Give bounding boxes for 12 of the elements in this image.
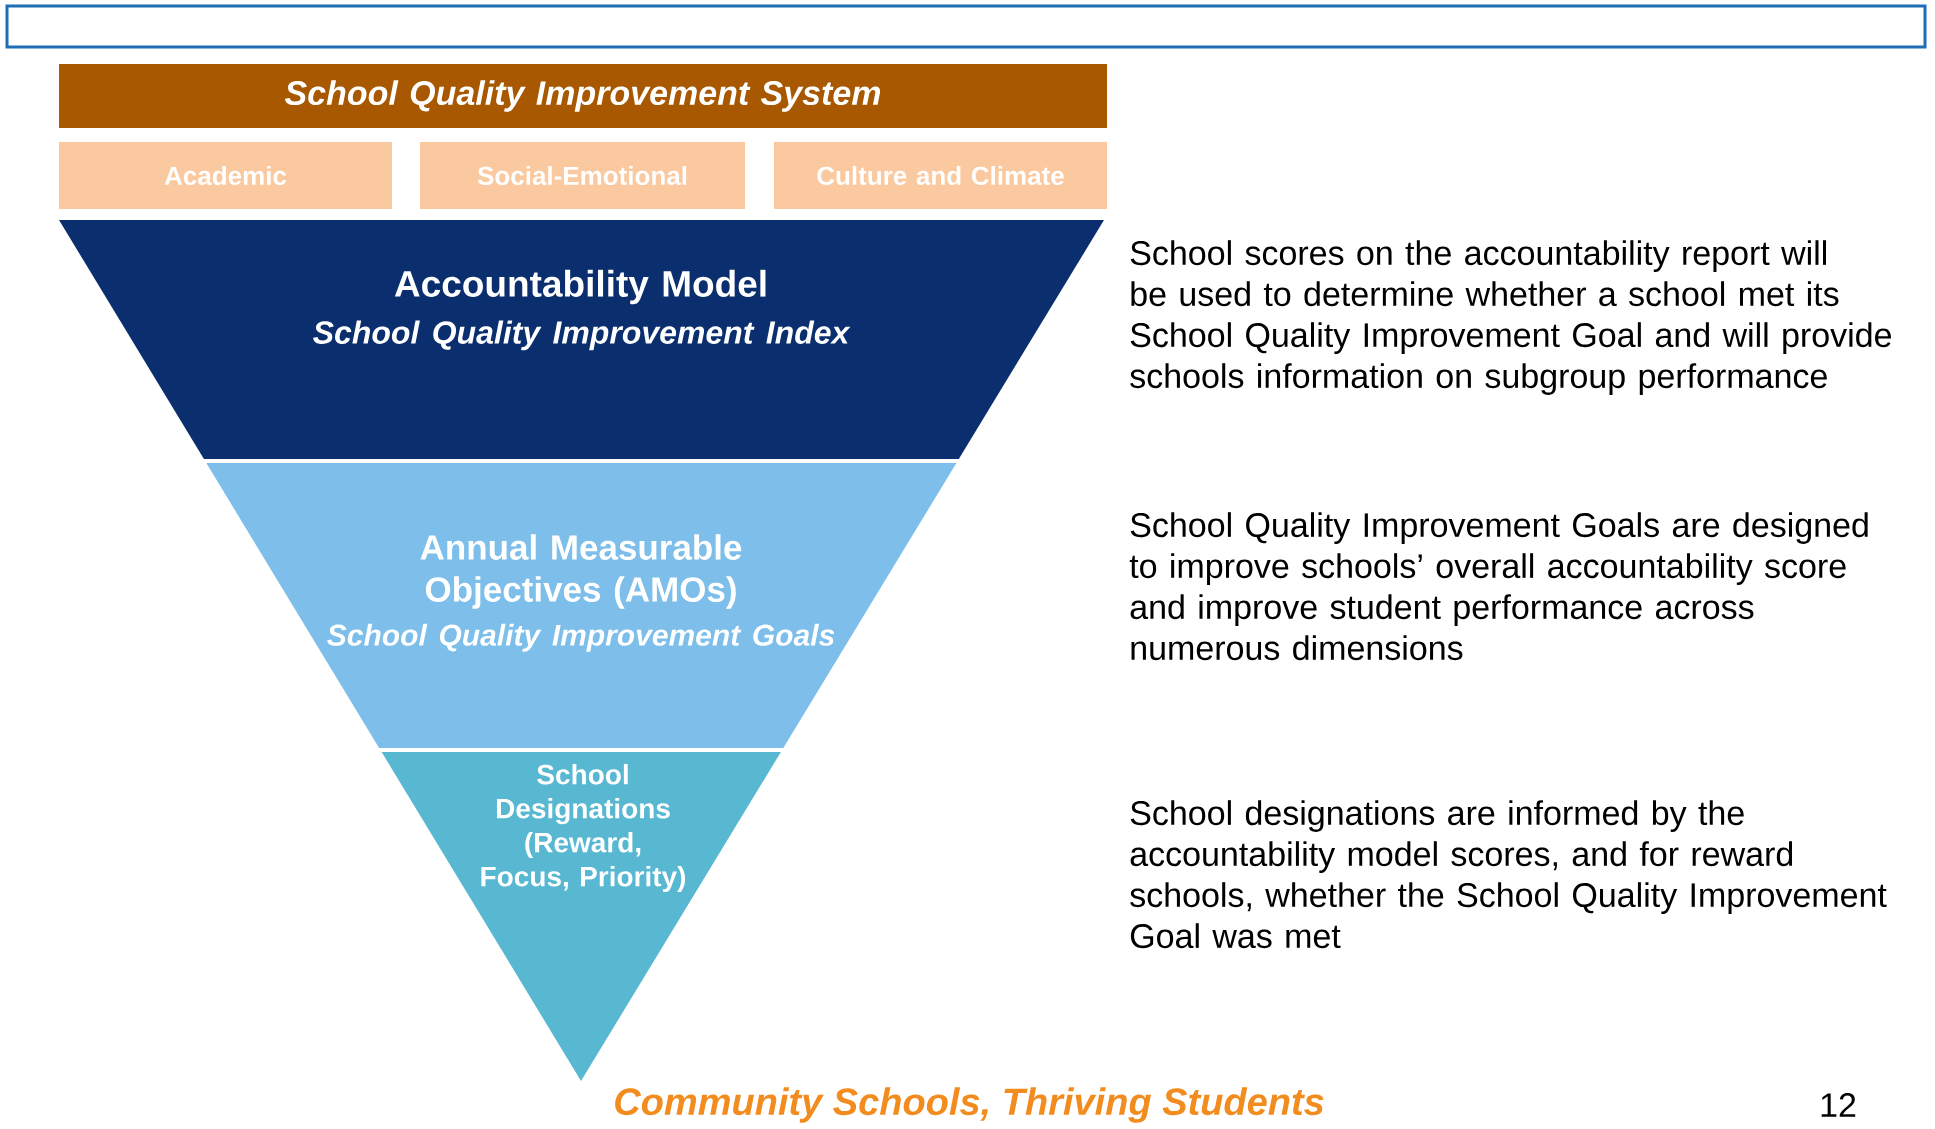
description-text: School Quality Improvement Goals are designed to improve schools’ overall accountability score and improve student performance across numerous dimensions: [1129, 512, 1868, 661]
title-bar: School Quality Improvement System: [59, 64, 1107, 128]
pyramid-band: Accountability Model School Quality Improvement Index: [59, 220, 1104, 459]
category-box: Academic: [59, 142, 392, 209]
category-box: Culture and Climate: [774, 142, 1107, 209]
category-box: Social-Emotional: [420, 142, 745, 209]
footer-slogan: Community Schools, Thriving Students: [615, 1087, 1324, 1123]
page-number: 12: [1821, 1093, 1856, 1117]
pyramid-band: School Designations (Reward, Focus, Priority): [381, 752, 781, 1081]
description-text: School scores on the accountability report will be used to determine whether a school met its School Quality Improvement Goal and will provide schools information on subgroup performance: [1130, 240, 1891, 395]
pyramid-band: Annual Measurable Objectives (AMOs) School Quality Improvement Goals: [206, 463, 957, 748]
description-text: School designations are informed by the accountability model scores, and for reward schools, whether the School Quality Improvement Goal was met: [1130, 800, 1887, 949]
